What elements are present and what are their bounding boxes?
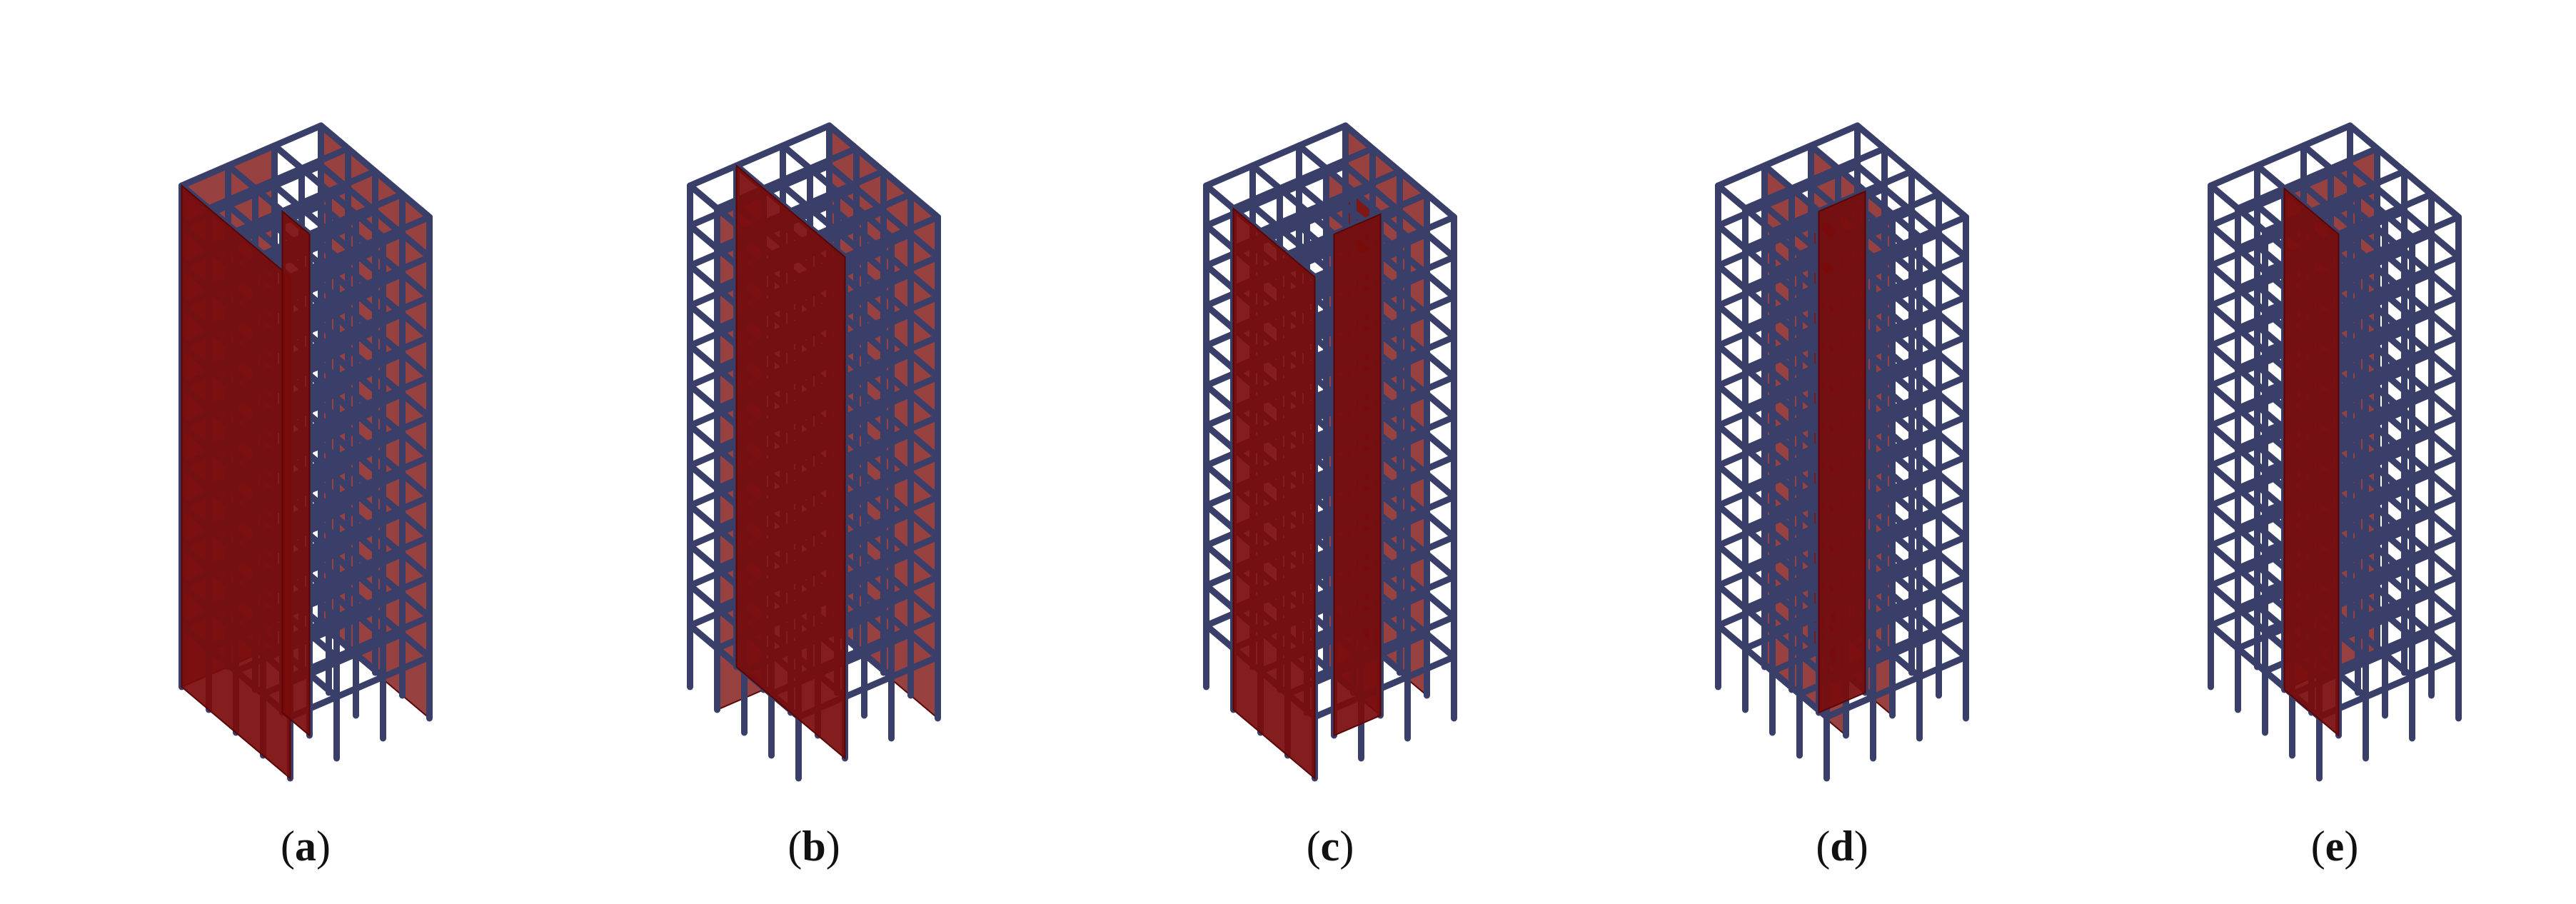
shear-wall bbox=[1232, 206, 1316, 780]
beam-x bbox=[206, 145, 351, 212]
beam-x bbox=[178, 122, 324, 189]
beam-x bbox=[2316, 573, 2462, 641]
beam-y bbox=[1715, 382, 1830, 481]
beam-x bbox=[2316, 253, 2462, 321]
panel-label-d: (d) bbox=[1816, 823, 1868, 870]
beam-y bbox=[1854, 122, 1969, 221]
beam-y bbox=[826, 162, 941, 261]
beam-x bbox=[1230, 145, 1376, 212]
shear-wall bbox=[2283, 186, 2340, 738]
beam-x bbox=[287, 653, 433, 720]
beam-y bbox=[271, 182, 386, 281]
beam-x bbox=[2316, 613, 2462, 680]
beam-x bbox=[2316, 653, 2462, 720]
beam-x bbox=[1203, 202, 1349, 269]
beam-x bbox=[287, 214, 433, 281]
beam-x bbox=[2316, 214, 2462, 281]
beam-x bbox=[2316, 373, 2462, 441]
beam-x bbox=[1823, 653, 1969, 720]
beam-x bbox=[1715, 122, 1861, 189]
building-model-c bbox=[1203, 122, 1457, 782]
beam-x bbox=[1203, 162, 1349, 229]
panel-label-b: (b) bbox=[788, 823, 840, 870]
beam-y bbox=[318, 122, 433, 221]
beam-x bbox=[287, 453, 433, 521]
beam-y bbox=[1715, 462, 1830, 561]
beam-x bbox=[287, 573, 433, 641]
beam-y bbox=[1715, 222, 1830, 321]
beam-y bbox=[1342, 162, 1457, 261]
beam-x bbox=[687, 122, 832, 189]
beam-y bbox=[1715, 502, 1830, 601]
shear-walls-front-a bbox=[181, 184, 311, 780]
shear-walls-front-d bbox=[1818, 190, 1866, 714]
beam-x bbox=[2208, 162, 2353, 229]
beam-x bbox=[1742, 145, 1888, 212]
beam-y bbox=[1715, 582, 1830, 680]
beam-y bbox=[2347, 122, 2462, 221]
beam-y bbox=[1715, 422, 1830, 521]
beam-y bbox=[2347, 162, 2462, 261]
beam-y bbox=[1854, 162, 1969, 261]
beam-x bbox=[287, 293, 433, 361]
shear-walls-front-c bbox=[1232, 206, 1382, 780]
panel-label-a: (a) bbox=[281, 823, 331, 870]
beam-y bbox=[1715, 302, 1830, 401]
building-model-b bbox=[687, 122, 941, 782]
beam-x bbox=[287, 333, 433, 401]
beam-y bbox=[2300, 142, 2415, 241]
shear-wall bbox=[281, 209, 311, 738]
beam-x bbox=[2316, 413, 2462, 481]
panel-label-c: (c) bbox=[1306, 823, 1354, 870]
beam-x bbox=[1257, 168, 1403, 235]
panel-label-e: (e) bbox=[2310, 823, 2359, 870]
beam-y bbox=[826, 122, 941, 221]
beam-y bbox=[1715, 182, 1830, 281]
beam-x bbox=[2316, 293, 2462, 361]
beam-y bbox=[780, 182, 895, 281]
shear-walls-front-e bbox=[2283, 186, 2340, 738]
beam-x bbox=[2208, 122, 2353, 189]
beam-x bbox=[1715, 162, 1861, 229]
beam-x bbox=[2316, 493, 2462, 561]
beam-y bbox=[1715, 262, 1830, 361]
beam-x bbox=[2208, 202, 2353, 269]
shear-wall bbox=[1333, 213, 1382, 737]
beam-y bbox=[1296, 142, 1411, 241]
shear-walls-front-b bbox=[735, 164, 846, 760]
building-model-a bbox=[178, 122, 433, 782]
beam-x bbox=[287, 253, 433, 321]
shear-wall bbox=[735, 164, 846, 760]
beam-y bbox=[1342, 122, 1457, 221]
beam-x bbox=[287, 413, 433, 481]
beam-y bbox=[780, 142, 895, 241]
beam-x bbox=[287, 493, 433, 561]
beam-x bbox=[287, 613, 433, 680]
beam-x bbox=[1203, 122, 1349, 189]
beam-x bbox=[287, 373, 433, 441]
beam-x bbox=[2316, 333, 2462, 401]
beam-y bbox=[1715, 622, 1830, 720]
building-model-e bbox=[2208, 122, 2462, 782]
beam-x bbox=[2235, 145, 2380, 212]
beam-y bbox=[318, 162, 433, 261]
beam-y bbox=[1715, 342, 1830, 441]
beam-x bbox=[2316, 453, 2462, 521]
beam-y bbox=[2300, 182, 2415, 281]
building-model-d bbox=[1715, 122, 1969, 782]
beam-x bbox=[287, 533, 433, 601]
beam-x bbox=[2316, 533, 2462, 601]
beam-x bbox=[233, 168, 378, 235]
beam-y bbox=[271, 142, 386, 241]
shear-wall bbox=[1818, 190, 1866, 714]
beam-y bbox=[1715, 542, 1830, 641]
shear-wall bbox=[181, 184, 291, 780]
